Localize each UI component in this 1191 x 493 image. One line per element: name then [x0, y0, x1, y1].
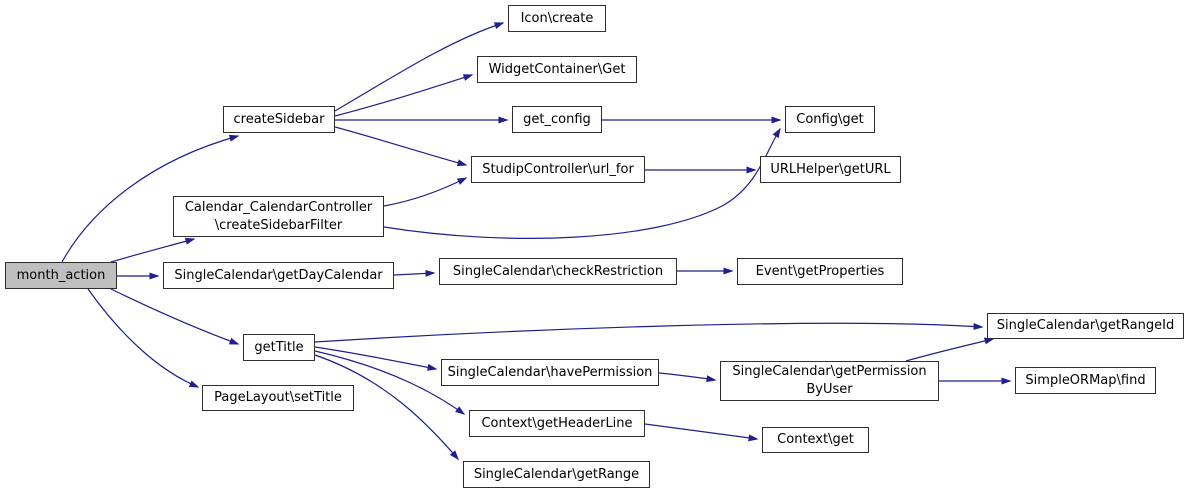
node-label: StudipController\url_for	[482, 161, 634, 177]
edge-get-header-line-to-context-get	[644, 423, 759, 442]
node-have-permission[interactable]: SingleCalendar\havePermission	[441, 359, 659, 386]
node-simple-or-map-find[interactable]: SimpleORMap\find	[1015, 367, 1156, 394]
node-label: month_action	[16, 267, 106, 283]
node-url-helper-get-url[interactable]: URLHelper\getURL	[760, 156, 901, 183]
edge-create-sidebar-filter-to-config-get	[383, 127, 781, 239]
node-widget-container-get[interactable]: WidgetContainer\Get	[477, 56, 637, 83]
node-label: createSidebar	[233, 111, 325, 127]
node-set-title[interactable]: PageLayout\setTitle	[202, 385, 354, 411]
node-event-get-properties[interactable]: Event\getProperties	[737, 258, 903, 285]
edge-get-permission-by-user-to-get-range-id	[905, 337, 995, 362]
node-get-range[interactable]: SingleCalendar\getRange	[463, 461, 650, 488]
edge-month-action-to-create-sidebar-filter	[110, 237, 196, 263]
node-label: Context\get	[777, 432, 854, 448]
node-label: SingleCalendar\getRangeId	[996, 318, 1175, 334]
node-get-title[interactable]: getTitle	[243, 334, 315, 361]
node-icon-create[interactable]: Icon\create	[508, 5, 606, 32]
node-label: WidgetContainer\Get	[488, 61, 626, 77]
node-context-get[interactable]: Context\get	[762, 427, 869, 453]
edge-get-title-to-have-permission	[314, 346, 438, 371]
node-label: SimpleORMap\find	[1025, 372, 1146, 388]
node-create-sidebar-filter[interactable]: Calendar_CalendarController \createSideba…	[173, 196, 384, 237]
node-label: getTitle	[254, 339, 304, 355]
node-label: PageLayout\setTitle	[214, 390, 342, 406]
edge-create-sidebar-to-url-for	[334, 126, 468, 167]
node-config-get[interactable]: Config\get	[785, 106, 875, 133]
edge-create-sidebar-to-icon-create	[334, 22, 505, 112]
node-label: SingleCalendar\getPermission	[732, 364, 927, 380]
node-label: ByUser	[806, 382, 853, 397]
edge-month-action-to-create-sidebar	[61, 134, 240, 263]
edge-month-action-to-get-title	[110, 288, 240, 345]
edge-get-title-to-get-header-line	[314, 350, 466, 415]
node-label: \createSidebarFilter	[214, 217, 343, 233]
node-label: SingleCalendar\checkRestriction	[452, 263, 664, 279]
edge-get-title-to-get-range	[314, 354, 459, 461]
node-get-header-line[interactable]: Context\getHeaderLine	[469, 410, 645, 437]
node-label: SingleCalendar\getRange	[473, 466, 640, 482]
node-get-range-id[interactable]: SingleCalendar\getRangeId	[987, 313, 1184, 339]
edge-create-sidebar-filter-to-url-for	[383, 177, 468, 207]
edge-month-action-to-set-title	[87, 288, 200, 388]
node-get-day-calendar[interactable]: SingleCalendar\getDayCalendar	[163, 262, 394, 289]
node-label: Event\getProperties	[755, 263, 885, 279]
node-label: SingleCalendar\havePermission	[447, 364, 653, 380]
node-label: Context\getHeaderLine	[481, 415, 633, 431]
node-label: get_config	[523, 111, 591, 127]
node-label: SingleCalendar\getDayCalendar	[174, 267, 383, 283]
edge-get-day-calendar-to-check-restriction	[393, 269, 436, 277]
node-url-for[interactable]: StudipController\url_for	[471, 156, 645, 183]
node-check-restriction[interactable]: SingleCalendar\checkRestriction	[439, 258, 677, 285]
edge-have-permission-to-get-permission-by-user	[658, 372, 717, 383]
node-label: URLHelper\getURL	[770, 161, 891, 177]
node-label: Icon\create	[520, 10, 594, 26]
node-create-sidebar[interactable]: createSidebar	[223, 106, 335, 133]
edge-get-title-to-get-range-id	[314, 322, 984, 343]
node-get-config[interactable]: get_config	[512, 106, 602, 133]
edge-create-sidebar-to-widget-container-get	[334, 74, 474, 117]
node-label: Calendar_CalendarController	[184, 199, 373, 215]
node-month-action: month_action	[5, 262, 117, 289]
node-label: Config\get	[796, 111, 864, 127]
